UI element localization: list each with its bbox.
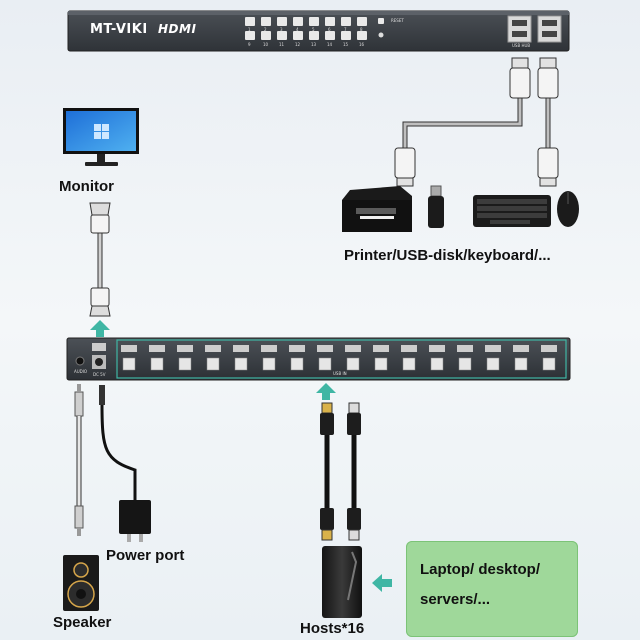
- port-number: 11: [279, 42, 285, 47]
- kvm-front-panel: [67, 10, 570, 52]
- kvm-back-panel: [66, 337, 571, 381]
- port-number: 5: [312, 27, 315, 32]
- port-number: 1: [248, 27, 251, 32]
- callout-line-2: servers/...: [420, 591, 491, 608]
- speaker-label: Speaker: [53, 614, 112, 631]
- port-number: 10: [263, 42, 269, 47]
- port-number: 8: [360, 27, 363, 32]
- speaker-icon: [63, 555, 99, 611]
- dc-label: DC 5V: [93, 372, 106, 377]
- usb-hub-label: USB HUB: [512, 43, 531, 48]
- hdmi-usb-port-pairs: [121, 345, 557, 371]
- keyboard-icon: [473, 195, 551, 227]
- usb-disk-icon: [428, 185, 444, 228]
- usb-plug-icon: [394, 57, 559, 187]
- power-port-label: Power port: [106, 547, 185, 564]
- audio-label: AUDIO: [74, 369, 88, 374]
- usb-cables-top: [402, 98, 551, 148]
- host-cables: [320, 402, 361, 541]
- port-number: 2: [264, 27, 267, 32]
- port-buttons: [245, 17, 384, 40]
- hdmi-logo: HDMI: [158, 22, 197, 36]
- brand-logo: MT-VIKI: [90, 22, 148, 37]
- port-number: 12: [295, 42, 301, 47]
- printer-icon: [342, 186, 412, 232]
- host-pc-icon: [322, 546, 362, 618]
- usb-hub-ports: [507, 15, 562, 43]
- peripherals-label: Printer/USB-disk/keyboard/...: [344, 247, 551, 264]
- port-number: 6: [328, 27, 331, 32]
- port-number: 4: [296, 27, 299, 32]
- reset-label: RESET: [391, 18, 404, 23]
- callout-line-1: Laptop/ desktop/: [420, 561, 540, 578]
- mouse-icon: [557, 191, 579, 227]
- power-adapter-icon: [99, 385, 151, 542]
- port-number: 9: [248, 42, 251, 47]
- port-number: 15: [343, 42, 349, 47]
- arrow-icon: [90, 320, 392, 592]
- port-number: 16: [359, 42, 365, 47]
- port-number: 3: [280, 27, 283, 32]
- usb-in-label: USB IN: [333, 371, 347, 376]
- monitor-label: Monitor: [59, 178, 114, 195]
- hdmi-cable: [89, 202, 111, 317]
- port-number: 7: [344, 27, 347, 32]
- port-number: 13: [311, 42, 317, 47]
- port-number: 14: [327, 42, 333, 47]
- monitor-icon: [63, 108, 139, 166]
- audio-cable: [74, 384, 84, 536]
- hosts-label: Hosts*16: [300, 620, 365, 637]
- computers-callout: Laptop/ desktop/ servers/...: [406, 541, 578, 637]
